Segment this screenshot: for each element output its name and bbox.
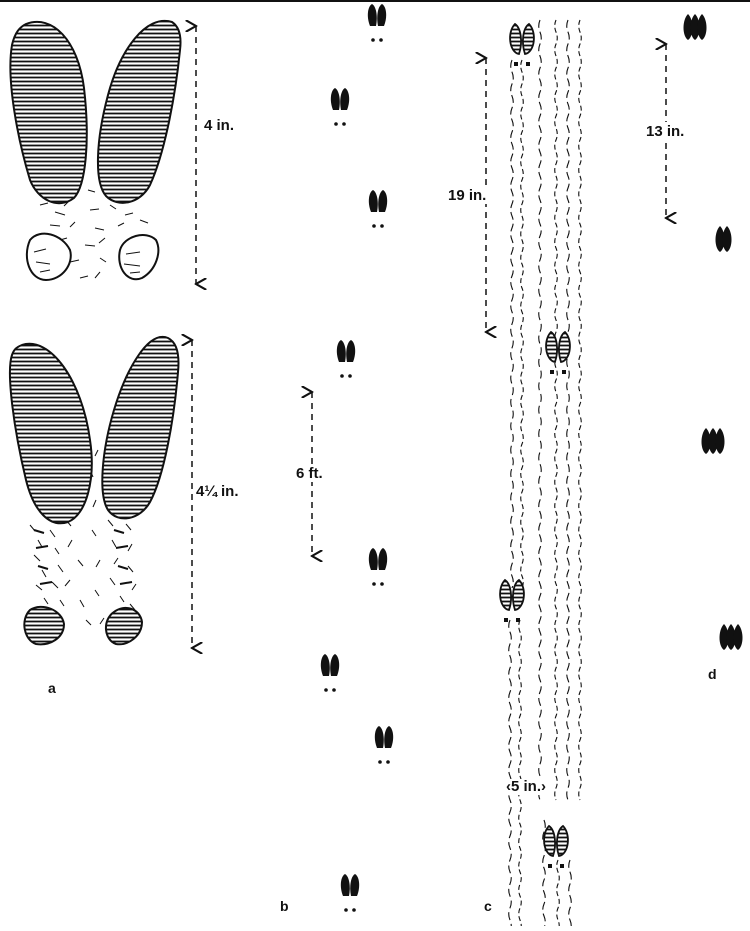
panel-label-a: a (48, 680, 56, 696)
drag-mark (519, 620, 522, 926)
dewclaw-left (27, 234, 71, 280)
track-print (341, 874, 359, 912)
panel-label-d: d (708, 666, 717, 682)
hoof-toe-left (10, 344, 92, 523)
drag-mark (567, 20, 570, 800)
running-trail (684, 14, 743, 650)
track-print (684, 14, 707, 40)
dewclaw-right (119, 235, 158, 279)
track-print (500, 580, 524, 622)
measurement-c-stride: 19 in. (448, 188, 488, 204)
drag-mark (569, 860, 572, 926)
track-print (368, 4, 386, 42)
track-print (369, 190, 387, 228)
drag-mark (509, 620, 512, 926)
hoof-toe-left (10, 22, 86, 203)
measurement-c-width: ‹5 in.› (504, 779, 548, 795)
walking-trail (321, 4, 393, 912)
dewclaw-right (106, 608, 142, 644)
dewclaw-left (24, 607, 64, 644)
drag-mark (539, 20, 542, 800)
hoof-toe-right (102, 337, 178, 518)
hoof-print-large-bottom (10, 337, 179, 644)
track-print (702, 428, 725, 454)
measurement-a-bottom: 4¼ in. (196, 484, 239, 500)
track-print (337, 340, 355, 378)
track-print (331, 88, 349, 126)
snow-trail (500, 24, 570, 868)
track-print (375, 726, 393, 764)
measurement-d-stride: 13 in. (646, 122, 684, 142)
drag-mark (521, 60, 524, 588)
hoof-toe-right (98, 21, 181, 203)
panel-label-b: b (280, 898, 289, 914)
drag-mark (511, 60, 514, 588)
track-print (544, 826, 568, 868)
track-print (546, 332, 570, 374)
hoof-print-large-top (10, 21, 180, 280)
track-print (369, 548, 387, 586)
track-print (720, 624, 743, 650)
track-print (321, 654, 339, 692)
drag-mark (579, 20, 582, 800)
measurement-b-stride: 6 ft. (296, 466, 323, 482)
track-print (510, 24, 534, 66)
measurement-a-top: 4 in. (204, 118, 234, 134)
panel-label-c: c (484, 898, 492, 914)
track-print (716, 226, 732, 252)
drag-mark (555, 20, 558, 800)
drag-mark (557, 860, 560, 926)
